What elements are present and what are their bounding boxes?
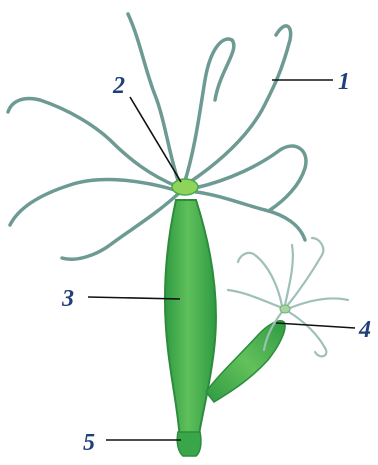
bud-tentacle [290, 298, 348, 308]
tentacle [8, 99, 176, 187]
tentacle [196, 192, 305, 240]
hydra-bud [206, 321, 285, 402]
leader-line-2 [130, 97, 181, 182]
leader-line-4 [276, 323, 355, 328]
hydra-body [165, 200, 216, 440]
bud-tentacle [228, 290, 280, 307]
main-tentacles-core [8, 14, 306, 259]
tentacle [195, 146, 306, 210]
bud-tentacle [285, 245, 293, 305]
tentacle [190, 26, 291, 182]
bud-tentacles [228, 238, 348, 356]
bud-tentacle [289, 312, 326, 356]
label-1: 1 [338, 69, 350, 95]
bud-mouth [280, 305, 290, 313]
label-4: 4 [358, 317, 371, 343]
label-5: 5 [83, 430, 95, 456]
label-2: 2 [112, 73, 125, 99]
basal-disc [177, 432, 201, 456]
mouth-hypostome [172, 179, 198, 195]
tentacle [128, 14, 180, 186]
tentacle [62, 194, 178, 259]
tentacle [184, 39, 234, 184]
label-3: 3 [61, 286, 74, 312]
